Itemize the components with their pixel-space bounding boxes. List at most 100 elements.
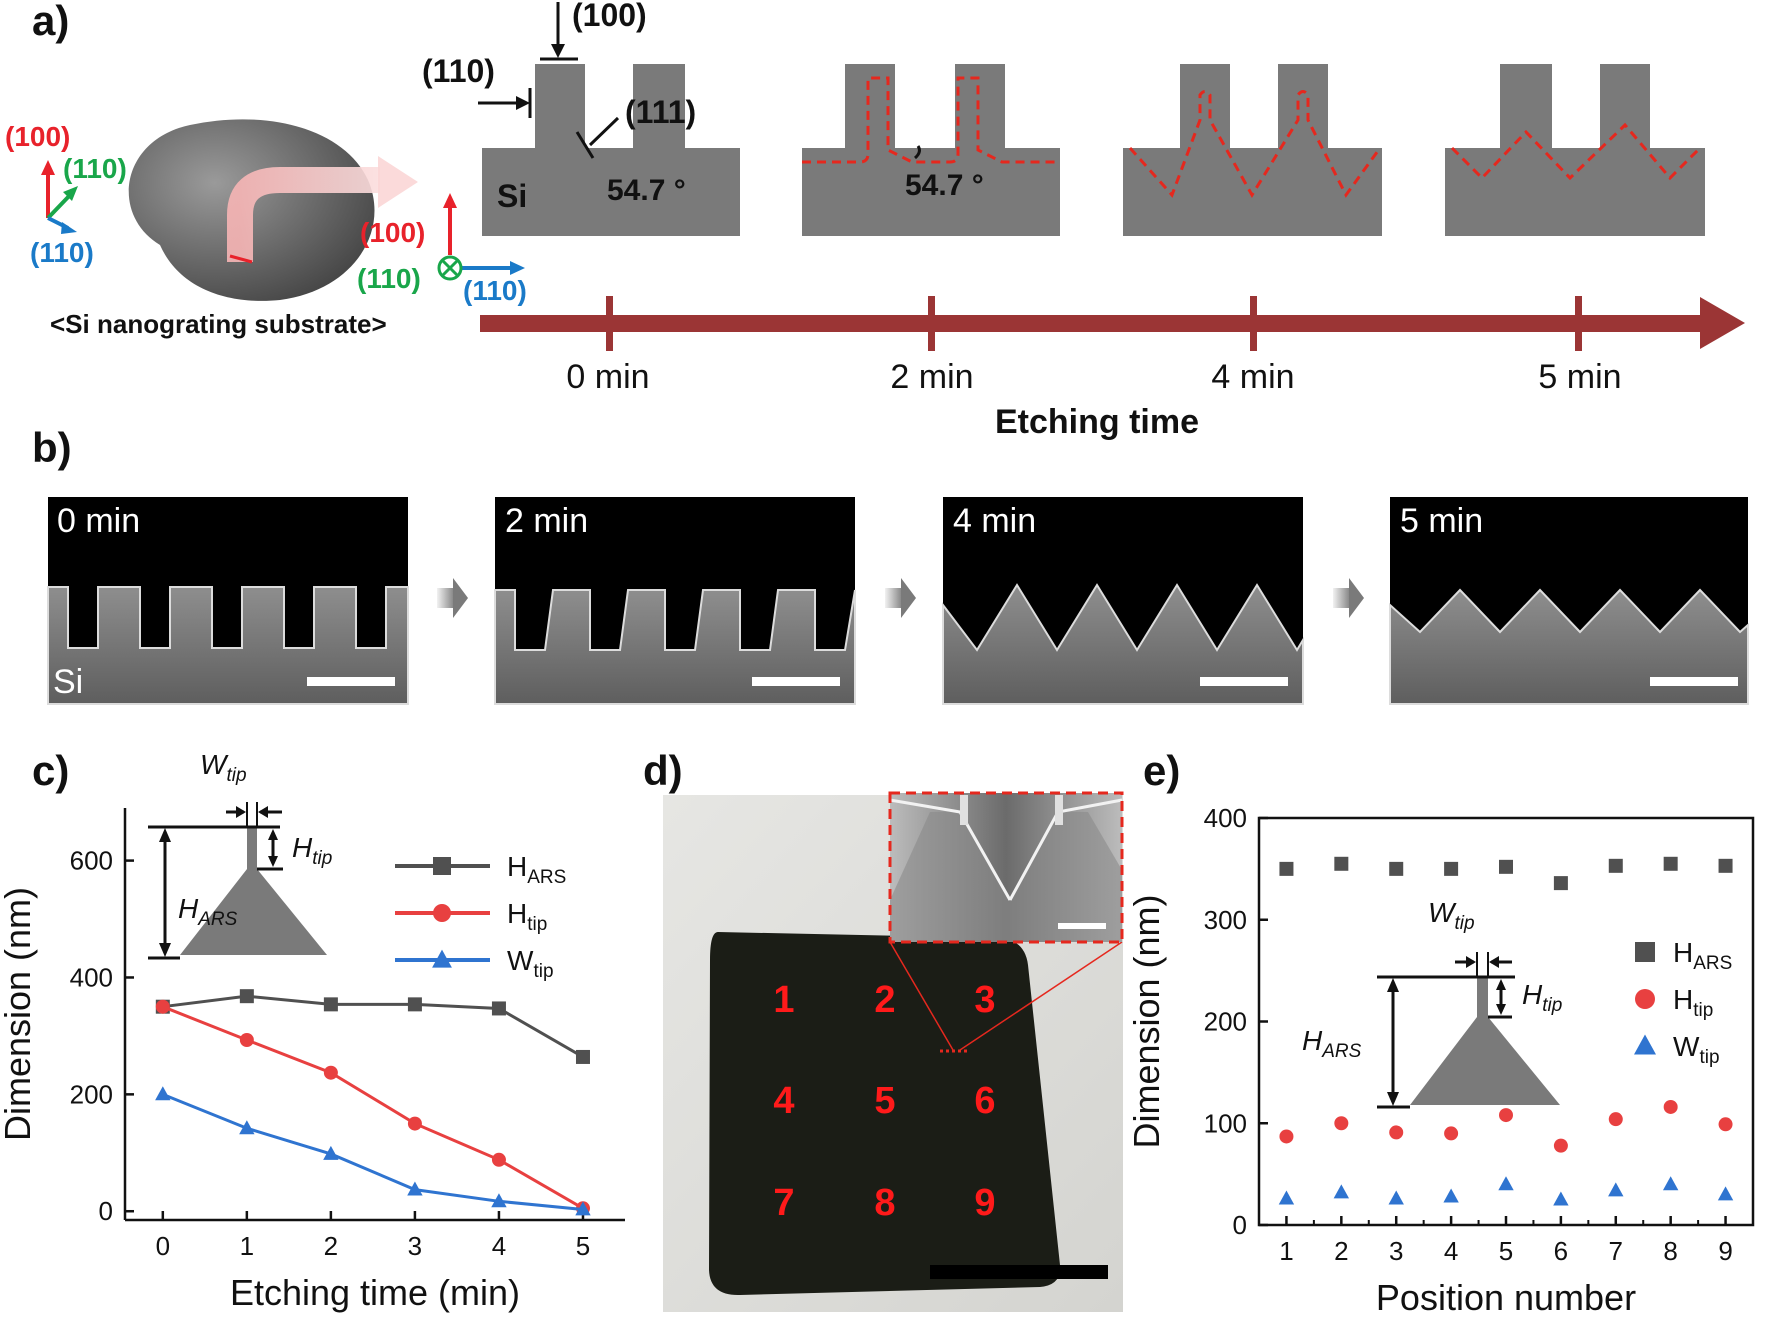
step-arrow-icon xyxy=(885,578,916,618)
data-point xyxy=(239,1033,254,1048)
zoom-line xyxy=(889,941,954,1051)
x-tick-label: 6 xyxy=(1554,1236,1568,1266)
data-point xyxy=(1553,1191,1569,1206)
data-point xyxy=(1279,1129,1294,1144)
data-point xyxy=(1663,1099,1678,1114)
x-tick-label: 7 xyxy=(1609,1236,1623,1266)
timeline-tick xyxy=(1575,296,1582,351)
profile-2min xyxy=(802,64,1060,236)
data-point xyxy=(1717,1186,1734,1201)
legend-label: HARS xyxy=(1673,937,1732,974)
position-number: 5 xyxy=(874,1080,895,1122)
profile-5min xyxy=(1445,64,1705,236)
series-h-tip xyxy=(1279,1099,1733,1153)
position-number: 1 xyxy=(773,979,794,1021)
cross-label-110-green: (110) xyxy=(357,263,421,294)
legend-marker xyxy=(1634,1034,1656,1055)
y-tick-label: 400 xyxy=(70,962,113,992)
data-point xyxy=(1334,856,1349,871)
x-tick-label: 1 xyxy=(1279,1236,1293,1266)
x-tick-label: 4 xyxy=(492,1231,506,1261)
data-point xyxy=(1444,861,1459,876)
sem-inset xyxy=(888,791,1124,944)
legend-label: Htip xyxy=(1673,984,1713,1021)
timeline-tick xyxy=(1250,296,1257,351)
panel-b-label: b) xyxy=(32,424,72,471)
x-tick-label: 2 xyxy=(1334,1236,1348,1266)
legend-marker xyxy=(1635,989,1655,1009)
cross-section-axes-icon xyxy=(437,193,525,281)
face-label-100: (100) xyxy=(572,0,647,33)
sample-chip xyxy=(709,932,1061,1296)
legend-label: Htip xyxy=(507,898,547,935)
data-point xyxy=(1663,856,1678,871)
x-tick-label: 5 xyxy=(1499,1236,1513,1266)
position-number: 3 xyxy=(974,979,995,1021)
series-line xyxy=(162,1005,584,1210)
data-point xyxy=(1499,859,1513,874)
y-tick-label: 300 xyxy=(1204,905,1247,935)
inset-label-htip: Htip xyxy=(292,832,332,869)
data-point xyxy=(1278,1190,1295,1205)
x-tick-label: 4 xyxy=(1444,1236,1458,1266)
axis-label-110-green: (110) xyxy=(63,153,127,184)
axis-label-110-blue: (110) xyxy=(30,237,94,268)
y-tick-label: 600 xyxy=(70,846,113,876)
inset-label-w: Wtip xyxy=(1428,897,1475,934)
data-point xyxy=(1553,876,1568,891)
panel-a-label: a) xyxy=(32,0,69,44)
cross-label-100: (100) xyxy=(360,217,425,248)
data-point xyxy=(1444,1126,1459,1141)
angle-label-2: 54.7 ° xyxy=(905,169,984,202)
scale-bar xyxy=(752,677,840,686)
y-tick-label: 0 xyxy=(99,1196,113,1226)
legend-label: HARS xyxy=(507,851,566,888)
data-point xyxy=(323,1065,338,1080)
y-tick-label: 100 xyxy=(1204,1108,1247,1138)
inset-label-w: Wtip xyxy=(200,749,247,786)
legend-label: Wtip xyxy=(1673,1031,1720,1068)
inset-label-hars: HARS xyxy=(178,893,238,930)
zoom-line xyxy=(959,941,1123,1051)
data-point xyxy=(1333,1184,1350,1199)
scale-bar xyxy=(1650,677,1738,686)
data-point xyxy=(491,1152,506,1167)
data-point xyxy=(1608,1182,1624,1197)
x-tick-label: 3 xyxy=(408,1231,422,1261)
scale-bar xyxy=(1200,677,1288,686)
axis-label-100: (100) xyxy=(5,121,70,152)
timeline-tick-label: 4 min xyxy=(1211,358,1294,396)
timeline-tick-label: 0 min xyxy=(566,358,649,396)
face-label-111: (111) xyxy=(625,94,696,130)
scale-bar xyxy=(307,677,395,686)
series-line xyxy=(162,994,584,1059)
data-point xyxy=(1389,861,1404,876)
x-tick-label: 3 xyxy=(1389,1236,1403,1266)
sem-time-label: 4 min xyxy=(953,502,1036,540)
panel-c-label: c) xyxy=(32,747,69,794)
position-number: 6 xyxy=(974,1080,995,1122)
data-point xyxy=(575,1201,591,1216)
tip-schematic-inset xyxy=(1377,952,1560,1109)
panel-d: d) 1 2 3 4 5 6 7 8 9 xyxy=(643,747,1124,1312)
x-tick-label: 2 xyxy=(324,1231,338,1261)
x-tick-label: 9 xyxy=(1718,1236,1732,1266)
data-point xyxy=(1389,1125,1404,1140)
data-point xyxy=(239,989,254,1004)
timeline-title: Etching time xyxy=(995,403,1199,441)
inset-label-htip: Htip xyxy=(1522,979,1562,1016)
data-point xyxy=(1334,1116,1349,1131)
timeline-tick-label: 5 min xyxy=(1538,358,1621,396)
series-w-tip xyxy=(1278,1176,1734,1206)
data-point xyxy=(239,1120,255,1135)
sem-image-0min xyxy=(47,497,409,705)
data-point xyxy=(1498,1176,1514,1191)
data-point xyxy=(323,997,338,1012)
scale-bar xyxy=(930,1265,1108,1279)
material-label-si: Si xyxy=(497,178,527,214)
position-number: 8 xyxy=(874,1182,895,1224)
series-h-tip xyxy=(155,999,590,1216)
data-point xyxy=(1608,1112,1623,1127)
series-w-tip xyxy=(155,1086,591,1216)
